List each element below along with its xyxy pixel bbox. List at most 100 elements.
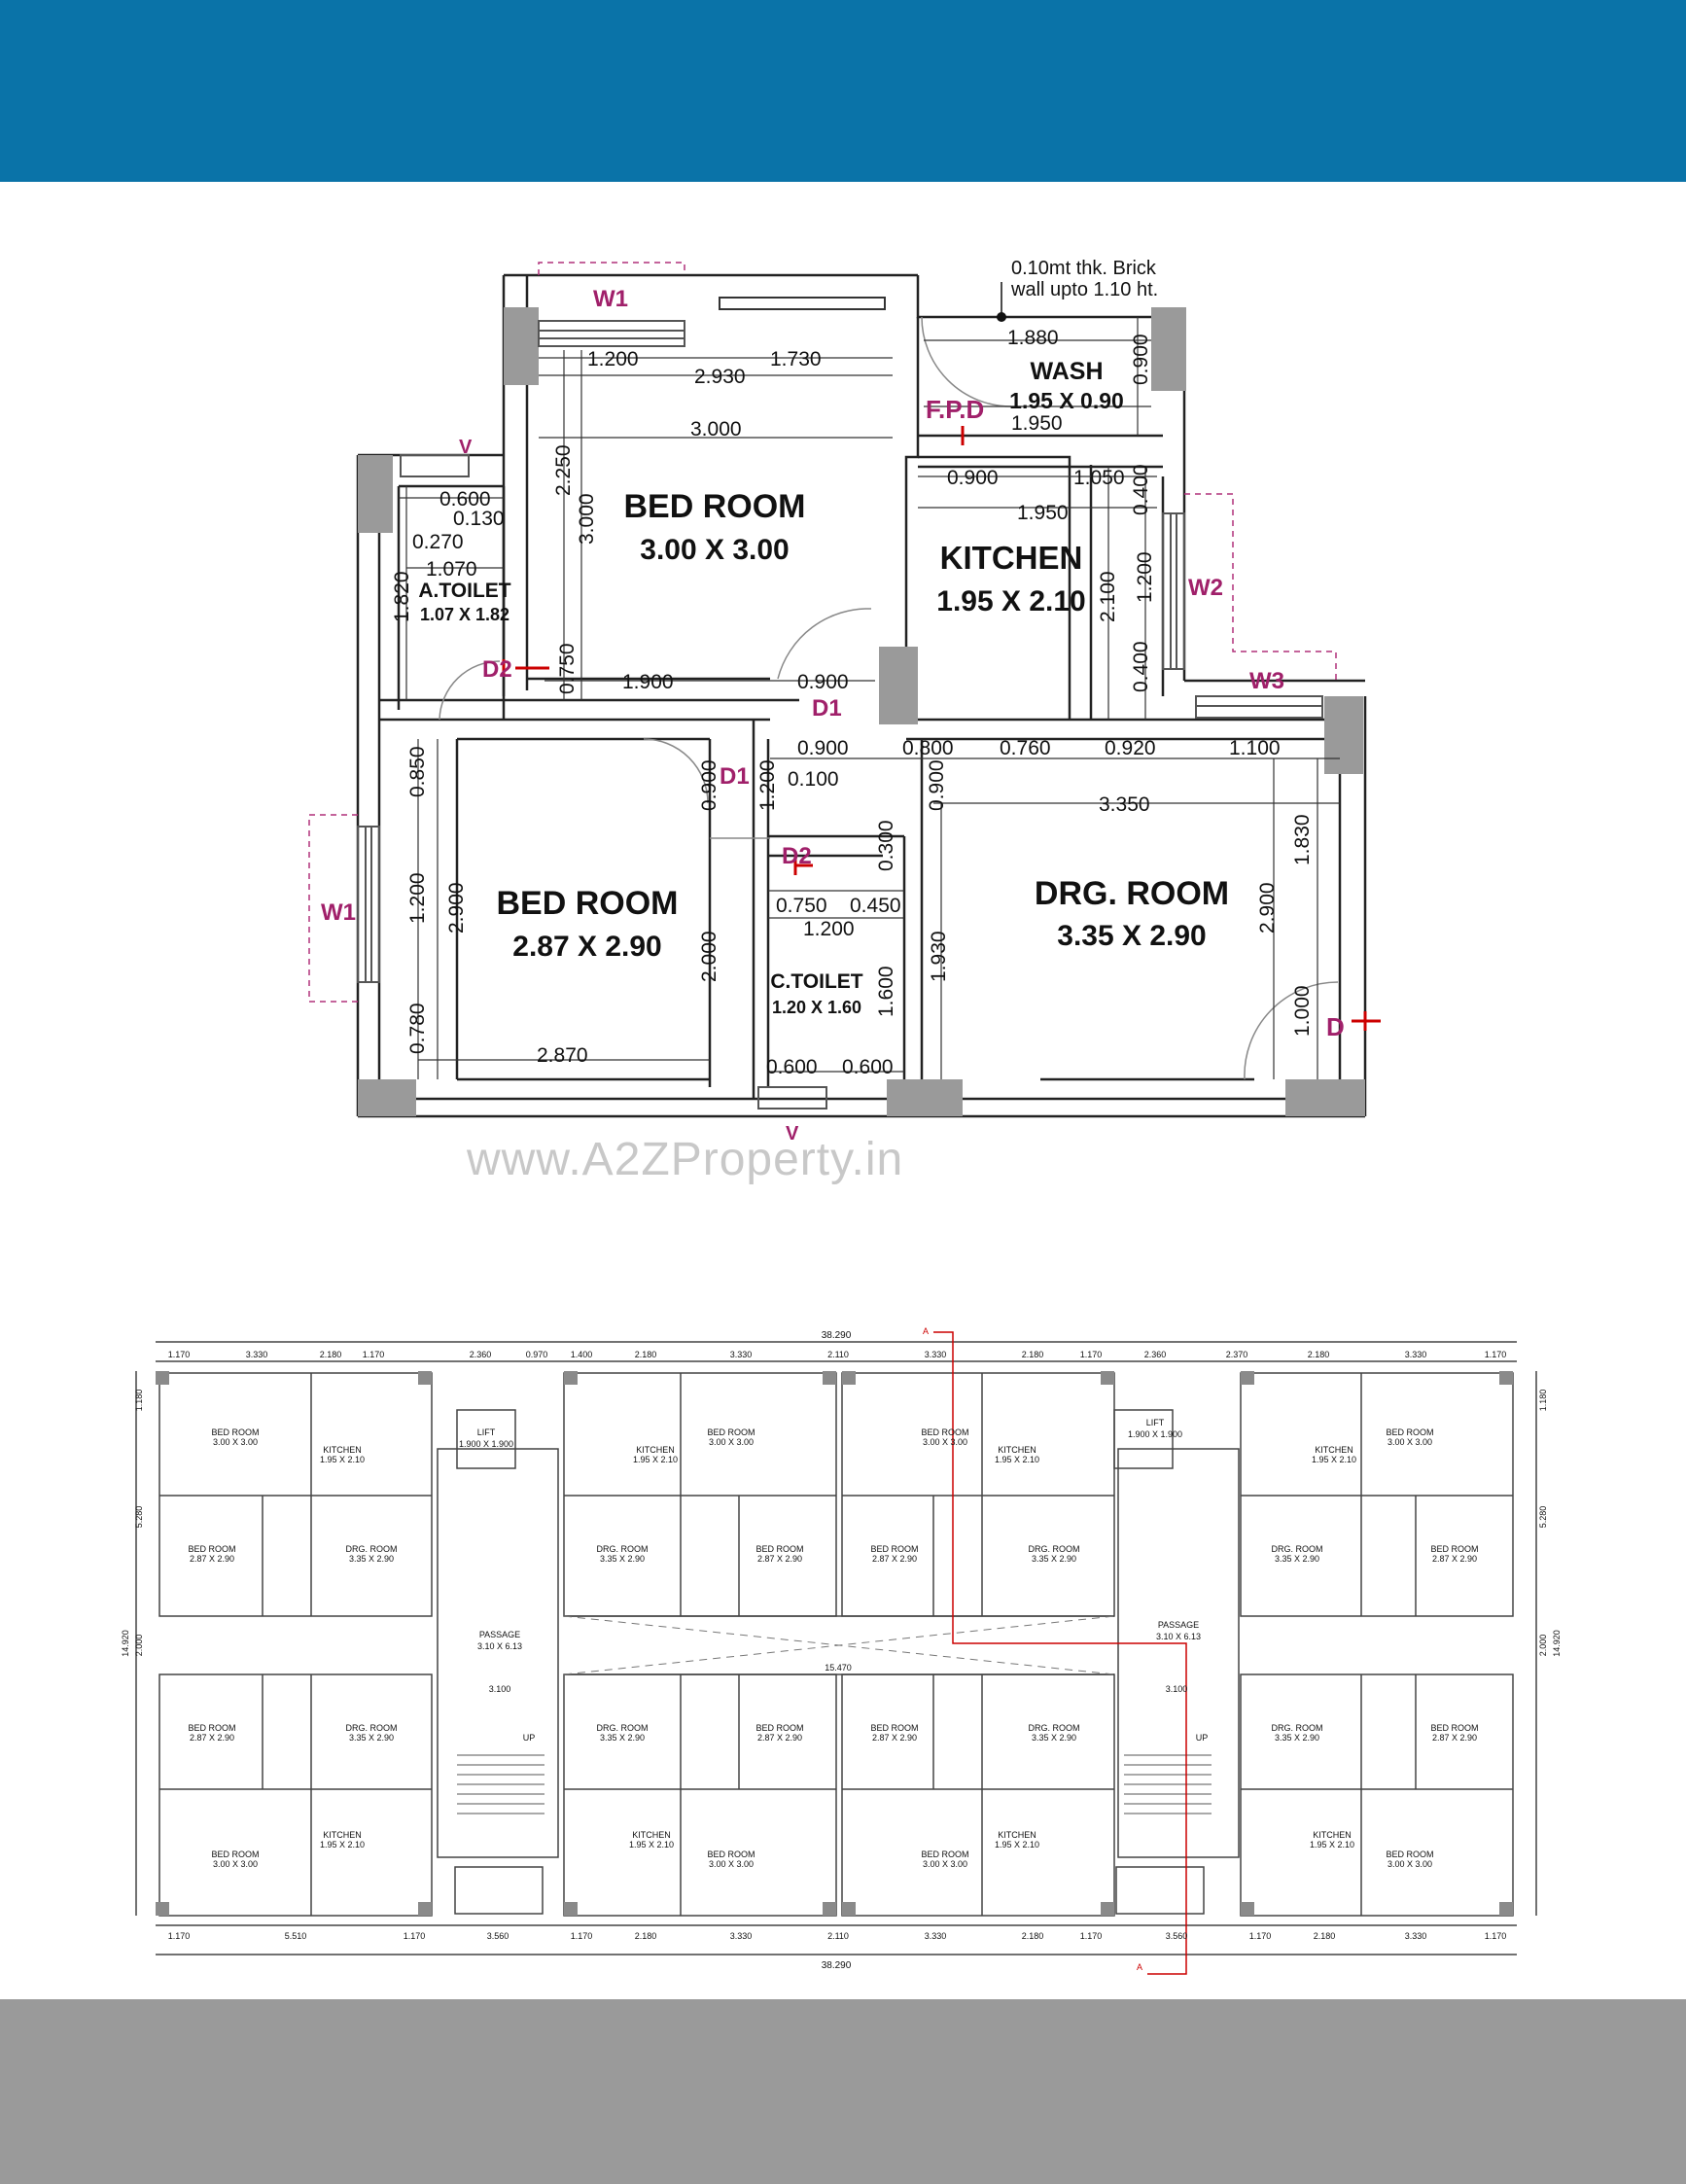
cluster-bottom-dim: 3.330 xyxy=(730,1931,753,1941)
cluster-top-dim: 2.180 xyxy=(1022,1350,1044,1359)
dim: 3.000 xyxy=(576,493,598,545)
ctoilet-size: 1.20 X 1.60 xyxy=(772,998,861,1017)
dim: 2.000 xyxy=(698,931,720,982)
cluster-room-label: 3.00 X 3.00 xyxy=(709,1437,754,1447)
cluster-room-label: BED ROOM xyxy=(870,1544,918,1554)
dim: 1.200 xyxy=(406,872,429,924)
cluster-room-label: 2.87 X 2.90 xyxy=(1432,1733,1477,1743)
dim: 0.900 xyxy=(797,737,849,759)
cluster-floor-plan: 38.290 1.170 3.330 2.180 1.170 2.360 0.9… xyxy=(121,1326,1562,1975)
cluster-room-label: 3.00 X 3.00 xyxy=(923,1859,967,1869)
cluster-room-label: BED ROOM xyxy=(1386,1427,1433,1437)
label-w1-top: W1 xyxy=(593,286,628,312)
cluster-room-label: 2.87 X 2.90 xyxy=(757,1733,802,1743)
cluster-room-label: DRG. ROOM xyxy=(346,1723,398,1733)
cluster-room-label: BED ROOM xyxy=(1386,1849,1433,1859)
cluster-room-label: KITCHEN xyxy=(632,1830,671,1840)
cluster-room-label: 3.00 X 3.00 xyxy=(213,1859,258,1869)
dim: 0.850 xyxy=(406,746,429,797)
dim: 1.880 xyxy=(1007,327,1059,349)
cluster-room-label: BED ROOM xyxy=(921,1427,968,1437)
dim: 0.300 xyxy=(875,820,897,871)
dim: 0.130 xyxy=(453,508,505,530)
cluster-top-dim: 3.330 xyxy=(925,1350,947,1359)
dim: 0.900 xyxy=(926,759,948,811)
cluster-bottom-dim: 1.170 xyxy=(571,1931,593,1941)
footer-bar xyxy=(0,1999,1686,2184)
dim: 1.930 xyxy=(928,931,950,982)
cluster-room-label: 1.95 X 2.10 xyxy=(633,1455,678,1464)
dim: 2.900 xyxy=(445,882,468,933)
cluster-room-label: DRG. ROOM xyxy=(346,1544,398,1554)
dim: 1.600 xyxy=(875,966,897,1017)
cluster-room-label: 1.95 X 2.10 xyxy=(629,1840,674,1849)
cluster-top-dim: 1.170 xyxy=(1080,1350,1103,1359)
cluster-room-label: 1.95 X 2.10 xyxy=(320,1840,365,1849)
cluster-room-label: 2.87 X 2.90 xyxy=(1432,1554,1477,1564)
stair-up-right: UP xyxy=(1196,1733,1209,1743)
cluster-room-label: BED ROOM xyxy=(921,1849,968,1859)
drg-room-name: DRG. ROOM xyxy=(1035,875,1229,912)
cluster-room-label: DRG. ROOM xyxy=(1272,1544,1323,1554)
cluster-bottom-dim: 3.330 xyxy=(1405,1931,1427,1941)
unit-floor-plan: 0.10mt thk. Brick wall upto 1.10 ht. BED… xyxy=(308,258,1381,1145)
cluster-bottom-dim: 1.170 xyxy=(404,1931,426,1941)
cluster-bottom-dim: 2.180 xyxy=(1022,1931,1044,1941)
cluster-room-label: DRG. ROOM xyxy=(1029,1723,1080,1733)
cluster-room-label: BED ROOM xyxy=(1430,1544,1478,1554)
cluster-top-dim: 2.180 xyxy=(635,1350,657,1359)
passage-left-size: 3.10 X 6.13 xyxy=(477,1641,522,1651)
dim: 1.730 xyxy=(770,348,822,370)
cluster-room-label: 3.35 X 2.90 xyxy=(600,1554,645,1564)
cluster-top-dim: 3.330 xyxy=(246,1350,268,1359)
dim: 2.250 xyxy=(552,444,575,496)
ctoilet-name: C.TOILET xyxy=(770,970,862,993)
cluster-top-dim: 2.110 xyxy=(827,1350,849,1359)
dim: 0.920 xyxy=(1105,737,1156,759)
cluster-top-dim: 1.170 xyxy=(168,1350,191,1359)
cluster-room-label: BED ROOM xyxy=(188,1544,235,1554)
cluster-top-dim: 1.400 xyxy=(571,1350,593,1359)
dim: 3.350 xyxy=(1099,793,1150,816)
cluster-top-dim: 3.330 xyxy=(1405,1350,1427,1359)
dim: 1.950 xyxy=(1011,412,1063,435)
section-mark-top: A xyxy=(923,1326,929,1336)
cluster-room-label: DRG. ROOM xyxy=(1272,1723,1323,1733)
dim: 1.200 xyxy=(756,759,779,811)
label-d1-b: D1 xyxy=(720,763,750,790)
cluster-room-label: 1.95 X 2.10 xyxy=(995,1455,1039,1464)
cluster-room-label: BED ROOM xyxy=(870,1723,918,1733)
dim: 2.870 xyxy=(537,1044,588,1067)
cluster-room-label: 3.00 X 3.00 xyxy=(1387,1437,1432,1447)
cluster-room-label: DRG. ROOM xyxy=(1029,1544,1080,1554)
cluster-room-label: KITCHEN xyxy=(1315,1445,1353,1455)
label-d1-a: D1 xyxy=(812,695,842,722)
cluster-top-dim: 2.360 xyxy=(1144,1350,1167,1359)
lift-right-name: LIFT xyxy=(1146,1418,1165,1427)
cluster-room-label: 2.87 X 2.90 xyxy=(757,1554,802,1564)
cluster-top-dim: 38.290 xyxy=(822,1330,852,1341)
cluster-bottom-dim: 3.560 xyxy=(1166,1931,1188,1941)
dim: 3.000 xyxy=(690,418,742,440)
label-w3: W3 xyxy=(1249,668,1284,694)
cluster-side-dim: 1.180 xyxy=(134,1390,144,1412)
cluster-side-dim: 14.920 xyxy=(1552,1630,1562,1657)
cluster-room-label: DRG. ROOM xyxy=(597,1544,649,1554)
cluster-bottom-dim: 1.170 xyxy=(1080,1931,1103,1941)
kitchen-name: KITCHEN xyxy=(940,540,1083,576)
cluster-bottom-dim: 5.510 xyxy=(285,1931,307,1941)
mid-dim: 15.470 xyxy=(825,1663,852,1673)
cluster-room-label: 3.00 X 3.00 xyxy=(923,1437,967,1447)
cluster-top-dim: 2.180 xyxy=(1308,1350,1330,1359)
cluster-room-label: KITCHEN xyxy=(998,1830,1036,1840)
dim: 0.600 xyxy=(766,1056,818,1078)
cluster-room-label: 2.87 X 2.90 xyxy=(190,1554,234,1564)
dim: 0.270 xyxy=(412,531,464,553)
label-w2: W2 xyxy=(1188,575,1223,601)
lift-left-name: LIFT xyxy=(477,1427,496,1437)
dim: 1.200 xyxy=(1134,551,1156,603)
kitchen-size: 1.95 X 2.10 xyxy=(936,585,1085,617)
cluster-side-dim: 2.000 xyxy=(1538,1635,1548,1657)
dim: 1.100 xyxy=(1229,737,1281,759)
cluster-room-label: 3.35 X 2.90 xyxy=(349,1733,394,1743)
